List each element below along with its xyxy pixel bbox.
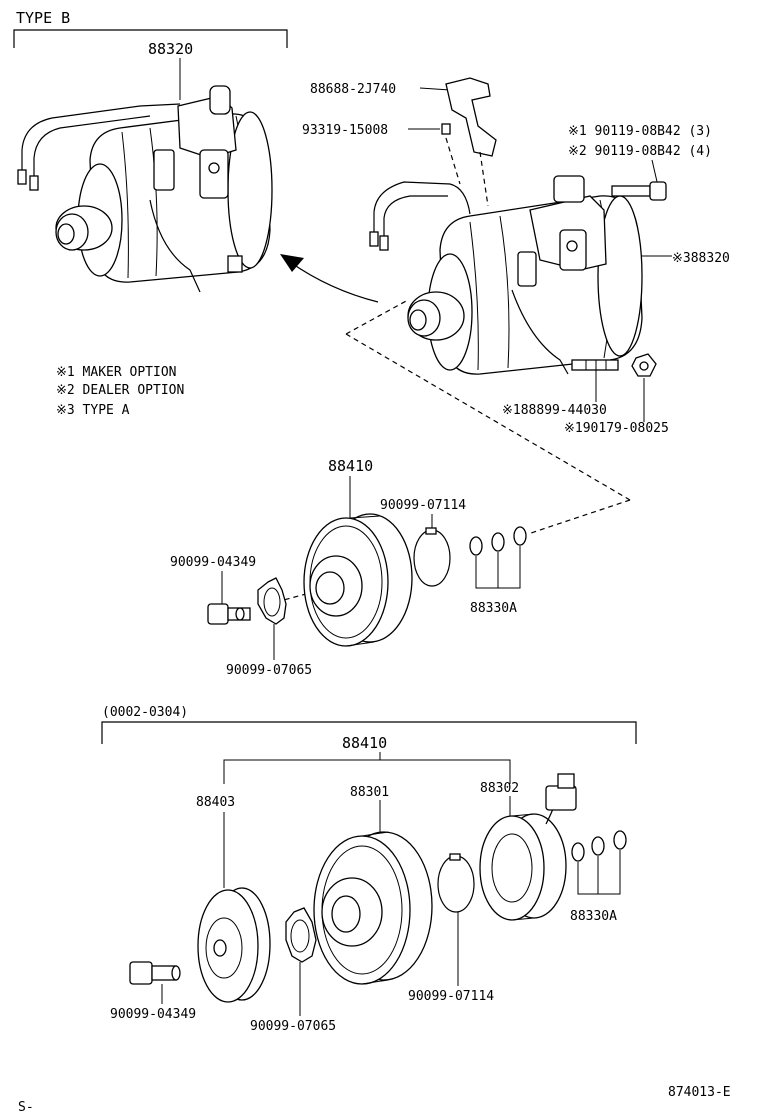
reference-dash-lines [275,299,631,603]
shim-upper-label[interactable]: 88330A [470,601,517,616]
hub-part[interactable]: 88403 [196,795,271,1003]
bracket-label[interactable]: 88688-2J740 [310,82,396,97]
option-notes: ※1 MAKER OPTION ※2 DEALER OPTION ※3 TYPE… [56,365,184,418]
type-b-title: TYPE B [16,9,70,27]
bolt-upper[interactable]: 90099-04349 [170,555,256,625]
washer-lower-label: 90099-07065 [250,1019,336,1034]
washer-upper[interactable]: 90099-07065 [226,577,312,678]
snap-ring-lower[interactable]: 90099-07114 [408,853,494,1004]
note-dealer-option: ※2 DEALER OPTION [56,383,184,398]
clutch-lower-label[interactable]: 88410 [342,734,387,752]
diagram-id: 874013-E [668,1085,731,1100]
bolt-lower-label[interactable]: 90099-04349 [110,1007,196,1022]
nut-part[interactable]: ※190179-08025 [564,353,669,436]
compressor-type-a-drawing[interactable] [369,175,643,375]
pulley-label[interactable]: 88301 [350,785,389,800]
corner-mark: S- [18,1100,34,1112]
screw-label[interactable]: 93319-15008 [302,123,388,138]
shims-upper[interactable]: 88330A [469,526,527,616]
pulley-part[interactable]: 88301 [313,785,433,985]
bolt-option2-label[interactable]: ※2 90119-08B42 (4) [568,144,712,159]
nut-label[interactable]: ※190179-08025 [564,421,669,436]
compressor-type-a-label[interactable]: ※388320 [672,251,730,266]
transition-arrow [280,254,379,303]
snap-ring-lower-label[interactable]: 90099-07114 [408,989,494,1004]
bolt-upper-label[interactable]: 90099-04349 [170,555,256,570]
washer-lower[interactable]: 90099-07065 [250,907,336,1034]
screw-part[interactable]: 93319-15008 [302,123,489,207]
compressor-type-b-label[interactable]: 88320 [148,40,193,58]
shim-lower-label[interactable]: 88330A [570,909,617,924]
shims-lower[interactable]: 88330A [570,830,627,924]
type-b-section: TYPE B 88320 [13,9,288,100]
date-range-title: (0002-0304) [102,705,188,720]
upper-clutch-assembly[interactable]: 88410 [303,457,413,647]
clutch-upper-label[interactable]: 88410 [328,457,373,475]
note-type-a: ※3 TYPE A [56,403,130,418]
field-coil-label[interactable]: 88302 [480,781,519,796]
bolt-option1-label[interactable]: ※1 90119-08B42 (3) [568,124,712,139]
bracket-part[interactable]: 88688-2J740 [310,77,497,157]
type-b-bracket-line [13,29,288,48]
lower-section-header: (0002-0304) 88410 [101,705,637,784]
compressor-type-a-label-group[interactable]: ※388320 [642,251,730,266]
note-maker-option: ※1 MAKER OPTION [56,365,176,380]
hub-label[interactable]: 88403 [196,795,235,810]
bolt-lower[interactable]: 90099-04349 [110,961,196,1022]
compressor-type-b-drawing[interactable] [17,85,273,293]
stud-label[interactable]: ※188899-44030 [502,403,607,418]
washer-upper-label[interactable]: 90099-07065 [226,663,312,678]
field-coil-part[interactable]: 88302 [479,773,577,921]
snap-ring-upper-label[interactable]: 90099-07114 [380,498,466,513]
snap-ring-upper[interactable]: 90099-07114 [380,498,466,587]
bolt-part[interactable]: ※1 90119-08B42 (3) ※2 90119-08B42 (4) [568,124,712,201]
stud-part[interactable]: ※188899-44030 [502,359,619,418]
